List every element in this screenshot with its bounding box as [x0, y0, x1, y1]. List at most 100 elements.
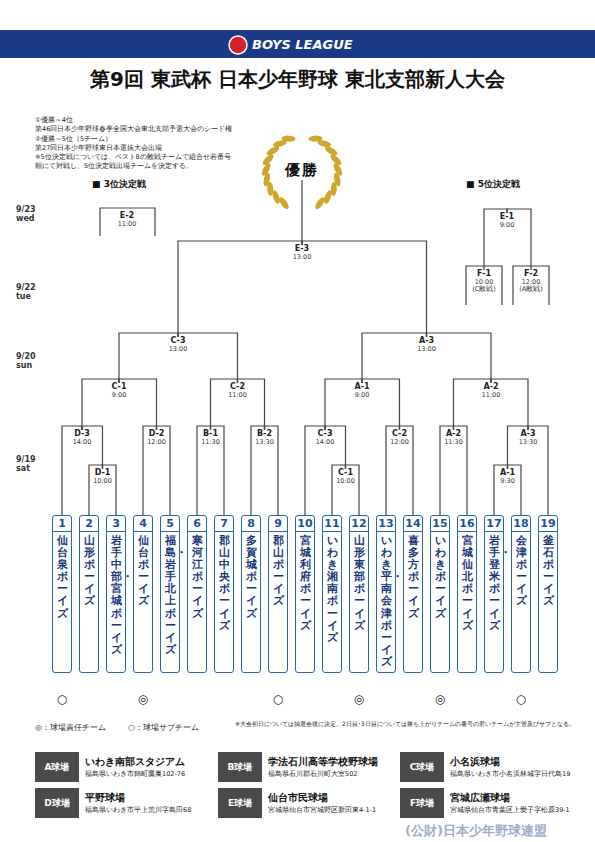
match-code: B-2 [255, 430, 274, 439]
team-name: 喜多方ボーイズ [408, 535, 419, 620]
field-mark-holder: ◎ [135, 692, 151, 706]
team-name: 会津ボーイズ [516, 535, 527, 608]
team-name: いわき平・南会津ボーイズ [381, 535, 392, 668]
match-code: E-2 [118, 212, 137, 221]
team-number: 4 [134, 516, 152, 532]
match-code: C-3 [169, 337, 188, 346]
team-box: 7郡山中央ボーイズ [214, 515, 234, 673]
match-label: A-19:30 [499, 469, 516, 485]
legend-note-holder: ◎：球場責任チーム [35, 722, 106, 733]
page-title: 第9回 東武杯 日本少年野球 東北支部新人大会 [0, 66, 595, 93]
match-time: 12:00 [519, 279, 543, 286]
match-time: 11:30 [201, 439, 220, 446]
venue-name: 学法石川高等学校野球場 [268, 755, 378, 769]
match-time: 13:00 [293, 254, 312, 261]
note-line-holder: ①優勝～4位 [35, 116, 73, 125]
team-number: 13 [377, 516, 395, 532]
match-time: 12:00 [390, 439, 409, 446]
field-mark: ○ [513, 692, 529, 706]
footnote: ※大会初日については抽選会後に決定。2日目･3日目については勝ち上がりチームの番… [235, 720, 580, 728]
team-number: 17 [485, 516, 503, 532]
match-label: B-111:30 [200, 430, 221, 446]
note-line: ※5位決定戦については、ベスト8の敗戦チームで組合せ若番号順にて対戦し、5位決定… [35, 153, 235, 171]
match-code: A-1 [354, 383, 369, 392]
venue-box: B球場学法石川高等学校野球場福島県石川郡石川町大室502 [218, 752, 390, 782]
watermark: (公財)日本少年野球連盟 [405, 822, 547, 840]
venue-box: F球場宮城広瀬球場宮城県仙台市青葉区上愛子字松原39-1 [400, 788, 572, 818]
venue-name: 宮城広瀬球場 [450, 791, 510, 805]
section-heading: ■ 5位決定戦 [466, 178, 520, 191]
match-time: 13:00 [417, 346, 436, 353]
match-time: 13:00 [169, 346, 188, 353]
field-mark-holder: ○ [54, 692, 70, 706]
venue-tag: F球場 [400, 788, 444, 818]
team-name: 寒河江ボーイズ [192, 535, 203, 620]
match-label: C-313:00 [168, 337, 189, 353]
venue-tag: A球場 [35, 752, 79, 782]
logo-mark [229, 36, 247, 54]
match-time: 10:00 [472, 279, 496, 286]
note-line: 第27回日本少年野球東日本選抜大会出場 [35, 144, 162, 153]
title-holder: 第9回 東武杯 日本少年野球 東北支部新人大会 [0, 66, 595, 93]
team-box: 8多賀城ボーイズ [241, 515, 261, 673]
team-box: 12山形東部ボーイズ [349, 515, 369, 673]
bracket-line [178, 241, 302, 337]
match-label: E-313:00 [292, 245, 313, 261]
match-code: D-2 [147, 430, 166, 439]
team-number: 9 [269, 516, 287, 532]
team-number: 15 [431, 516, 449, 532]
match-label: A-19:00 [353, 383, 370, 399]
match-label: C-110:00 [335, 469, 356, 485]
watermark-holder: (公財)日本少年野球連盟 [405, 822, 547, 840]
team-box: 5福島・岩手北上ボーイズ [160, 515, 180, 673]
match-time: 9:00 [500, 222, 515, 229]
venue-box: C球場小名浜球場福島県いわき市小名浜林城字日代島19 [400, 752, 572, 782]
logo-text: BOYS LEAGUE [252, 37, 353, 52]
team-number: 14 [404, 516, 422, 532]
note-line: ①優勝～4位 [35, 116, 73, 125]
match-label: F-110:00(C敗戦) [471, 270, 497, 293]
venue-name: 仙台市民球場 [268, 791, 328, 805]
team-box: 14 喜多方ボーイズ [403, 515, 423, 673]
match-code: E-3 [293, 245, 312, 254]
team-number: 18 [512, 516, 530, 532]
footnote-holder: ※大会初日については抽選会後に決定。2日目･3日目については勝ち上がりチームの番… [235, 720, 580, 728]
team-name: 多賀城ボーイズ [246, 535, 257, 620]
match-time: 11:30 [444, 439, 463, 446]
match-time: 11:00 [118, 221, 137, 228]
team-number: 3 [107, 516, 125, 532]
laurel-leaf [281, 135, 295, 142]
match-label: C-314:00 [315, 430, 336, 446]
venue-name: 平野球場 [85, 791, 125, 805]
match-time: 9:00 [112, 392, 127, 399]
team-box: 11いわき湘南ボーイズ [322, 515, 342, 673]
field-mark: ◎ [351, 692, 367, 706]
match-label: A-313:00 [416, 337, 437, 353]
team-box: 18 会津ボーイズ [511, 515, 531, 673]
team-box: 13 いわき平・南会津ボーイズ [376, 515, 396, 673]
match-code: D-3 [73, 430, 92, 439]
match-note: (A敗戦) [519, 286, 543, 293]
legend-note: ◎：球場責任チーム [35, 722, 106, 733]
match-label: D-314:00 [72, 430, 93, 446]
match-code: A-1 [500, 469, 515, 478]
date-label-holder: 9/19 sat [16, 455, 42, 473]
team-number: 16 [458, 516, 476, 532]
match-code: A-2 [482, 383, 501, 392]
venue-tag: B球場 [218, 752, 262, 782]
note-line-holder: 第46回日本少年野球春季全国大会東北支部予選大会のシード権 [35, 125, 232, 134]
match-code: A-3 [519, 430, 538, 439]
team-number: 10 [296, 516, 314, 532]
date-label: 9/20 sun [16, 352, 42, 370]
venue-box: A球場いわき南部スタジアム福島県いわき市錦町鷹巣102-76 [35, 752, 207, 782]
date-label-holder: 9/23 wed [16, 205, 42, 223]
logo-text-holder: BOYS LEAGUE [252, 37, 353, 52]
legend-note: ○：球場サブチーム [128, 722, 199, 733]
match-time: 11:00 [228, 392, 247, 399]
field-mark: ◎ [432, 692, 448, 706]
team-number: 6 [188, 516, 206, 532]
match-time: 14:00 [316, 439, 335, 446]
match-label: A-211:00 [481, 383, 502, 399]
team-box: 19釜石ボーイズ [538, 515, 558, 673]
team-name: 釜石ボーイズ [543, 535, 554, 608]
